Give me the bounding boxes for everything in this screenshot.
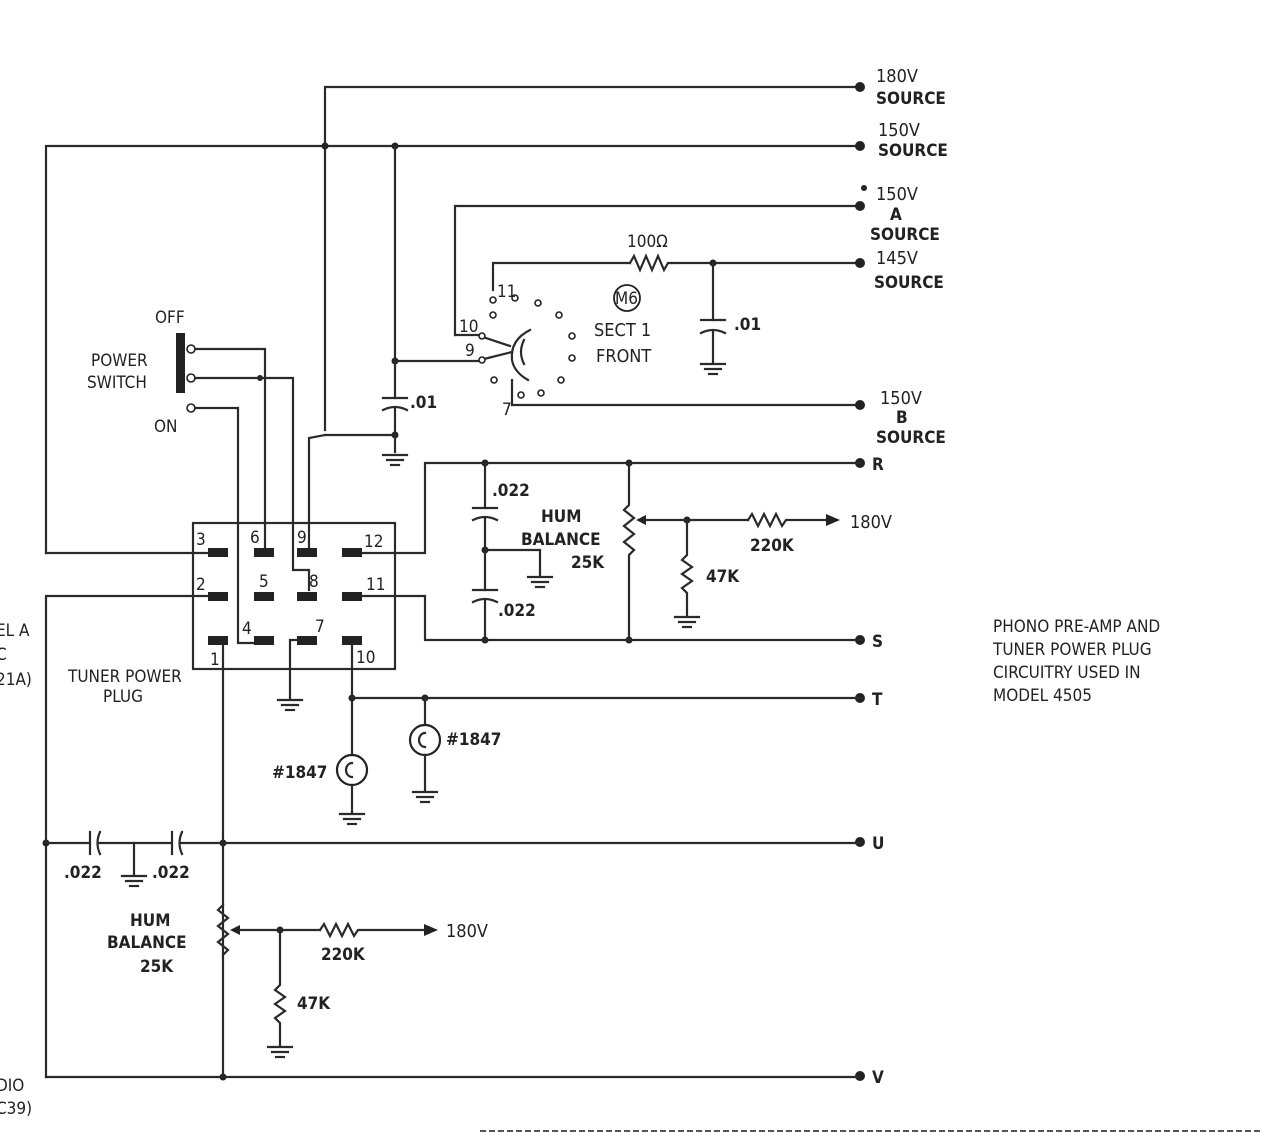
label-145v: 145V [876, 248, 918, 269]
pin-1: 1 [210, 650, 220, 670]
hum-upper-label-2: BALANCE [521, 530, 601, 550]
front-label: FRONT [596, 346, 651, 367]
c022-upper-label: .022 [492, 481, 530, 501]
source-lines [44, 85, 862, 555]
caption-line-1: PHONO PRE-AMP AND [993, 617, 1160, 637]
switch-on-label: ON [154, 417, 177, 437]
label-150va: 150V [876, 184, 918, 205]
label-150vb: 150V [880, 388, 922, 409]
pin-8: 8 [309, 572, 319, 592]
capacitor-01-right [699, 261, 727, 376]
m6-badge-label: M6 [615, 289, 638, 309]
label-150va-a: A [890, 205, 902, 225]
switch-off-label: OFF [155, 308, 185, 328]
label-150v: 150V [878, 120, 920, 141]
r100-label: 100Ω [627, 232, 668, 252]
caption-line-4: MODEL 4505 [993, 686, 1092, 706]
label-r: R [872, 455, 884, 475]
hum-upper-label-3: 25K [571, 553, 605, 573]
source-terminals [855, 82, 867, 1081]
rotary-pin-11: 11 [497, 282, 516, 302]
rotary-pin-7: 7 [502, 400, 512, 420]
plug-wiring [44, 433, 862, 1079]
edge-text-2: C [0, 645, 7, 665]
pin-7: 7 [315, 617, 325, 637]
rotary-pin-9: 9 [465, 341, 475, 361]
pin-12: 12 [364, 532, 383, 552]
pin-9: 9 [297, 528, 307, 548]
caption-line-3: CIRCUITRY USED IN [993, 663, 1141, 683]
pin-11: 11 [366, 575, 385, 595]
c022-lower-left-label: .022 [64, 863, 102, 883]
caption-line-2: TUNER POWER PLUG [992, 640, 1152, 660]
label-145v-source: SOURCE [874, 273, 944, 293]
c01-right-label: .01 [734, 315, 761, 335]
label-180v: 180V [876, 66, 918, 87]
r220-lower-label: 220K [321, 945, 366, 965]
pilot-lamps [335, 696, 442, 826]
hum-upper-label-1: HUM [541, 507, 581, 527]
edge-text-4: DIO [0, 1076, 24, 1096]
label-t: T [872, 690, 883, 710]
plug-label-1: TUNER POWER [67, 667, 182, 687]
edge-text-5: C39) [0, 1099, 32, 1119]
plug-label-2: PLUG [103, 687, 143, 707]
labels: 180V SOURCE 150V SOURCE 150V A SOURCE 14… [0, 66, 1160, 1119]
lamp-left-label: #1847 [272, 763, 327, 783]
hum-lower-label-3: 25K [140, 957, 174, 977]
c01-left-label: .01 [410, 393, 437, 413]
c022-lower-label: .022 [498, 601, 536, 621]
label-150va-source: SOURCE [870, 225, 940, 245]
sect-label: SECT 1 [594, 320, 651, 341]
rotary-pin-10: 10 [459, 317, 478, 337]
label-u: U [872, 834, 884, 854]
pin-10: 10 [356, 648, 375, 668]
pin-5: 5 [259, 572, 269, 592]
switch-label-2: SWITCH [87, 373, 147, 393]
r220-upper-label: 220K [750, 536, 795, 556]
edge-text-1: EL A [0, 621, 30, 641]
label-150vb-b: B [896, 408, 908, 428]
pin-3: 3 [196, 530, 206, 550]
r47-lower-label: 47K [297, 994, 331, 1014]
hum-balance-lower [44, 830, 862, 1079]
label-150v-source: SOURCE [878, 141, 948, 161]
pin-6: 6 [250, 528, 260, 548]
v180-upper-label: 180V [850, 512, 892, 533]
hum-lower-label-2: BALANCE [107, 933, 187, 953]
hum-lower-label-1: HUM [130, 911, 170, 931]
lamp-right-label: #1847 [446, 730, 501, 750]
resistor-100-ohm [628, 253, 674, 273]
label-180v-source: SOURCE [876, 89, 946, 109]
edge-text-3: 21A) [0, 670, 32, 690]
pin-4: 4 [242, 619, 252, 639]
capacitor-01-left [323, 144, 482, 467]
power-switch [176, 333, 311, 645]
switch-label-1: POWER [91, 351, 148, 371]
r47-upper-label: 47K [706, 567, 740, 587]
c022-lower-right-label: .022 [152, 863, 190, 883]
rotary-switch [453, 284, 641, 407]
label-v: V [872, 1068, 884, 1088]
hum-balance-upper [471, 461, 840, 642]
label-s: S [872, 632, 883, 652]
v180-lower-label: 180V [446, 921, 488, 942]
pin-2: 2 [196, 575, 206, 595]
label-150vb-source: SOURCE [876, 428, 946, 448]
